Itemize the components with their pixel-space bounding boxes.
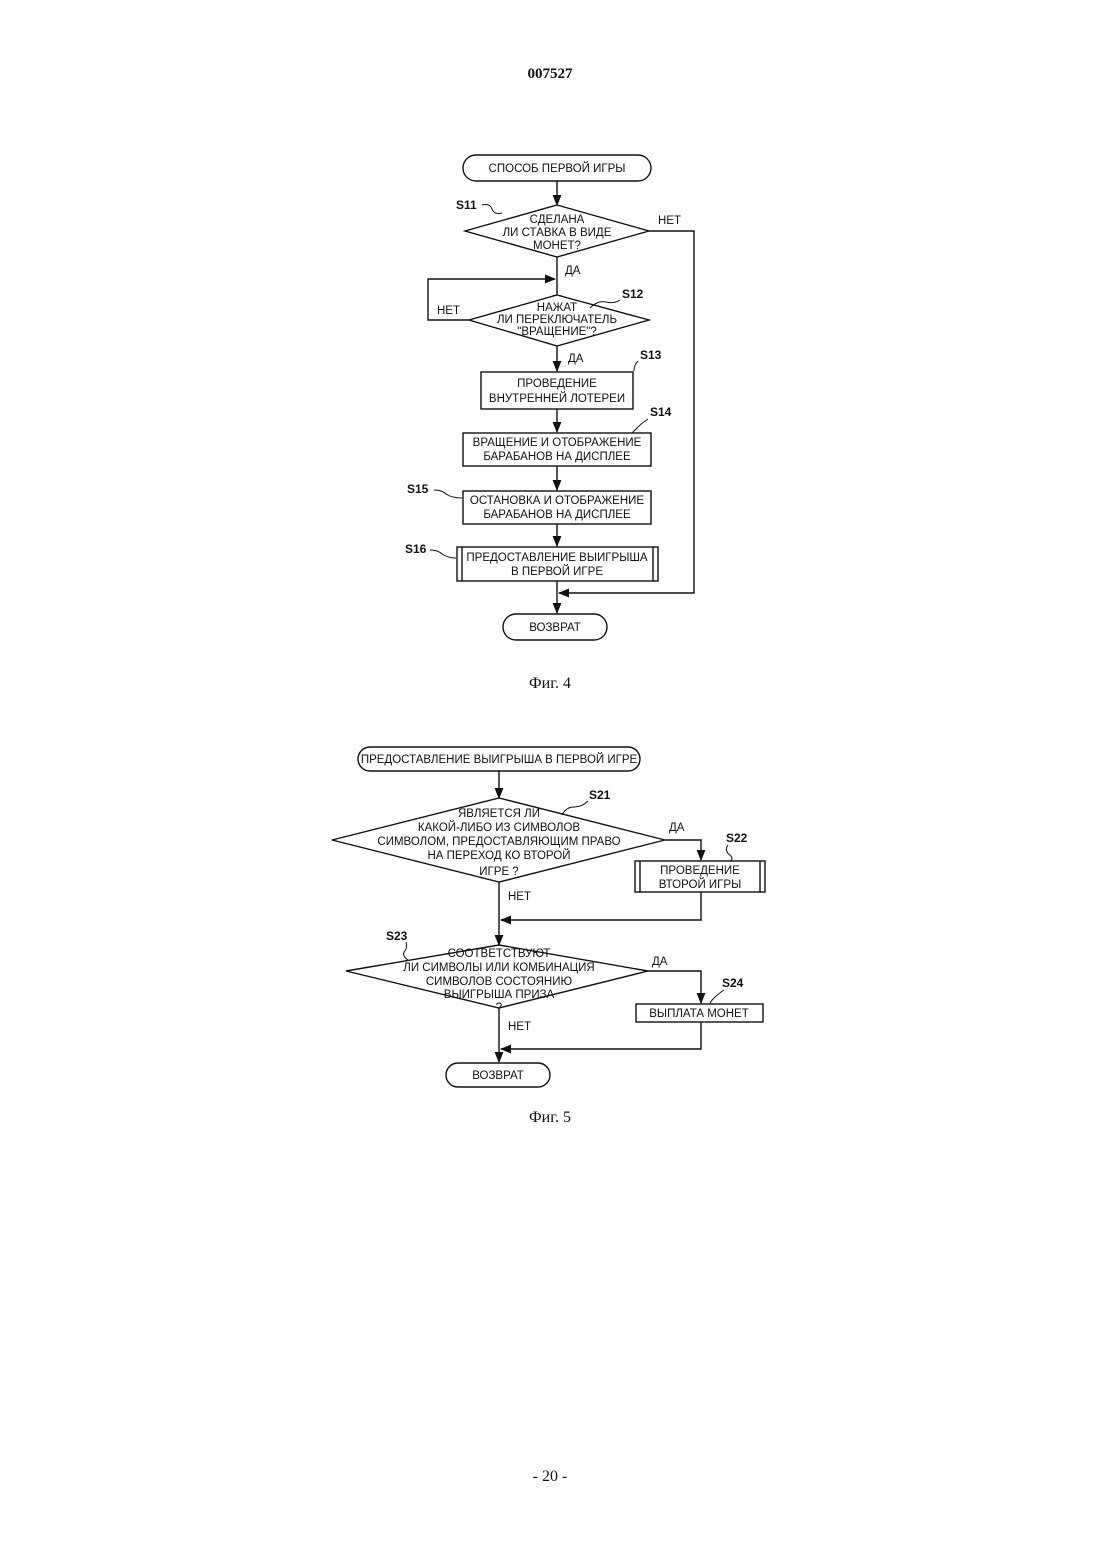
- fig5-s24-step-label: S24: [722, 976, 744, 990]
- fig4-s12-line-2: ЛИ ПЕРЕКЛЮЧАТЕЛЬ: [497, 314, 617, 326]
- fig5-s22-line-2: ВТОРОЙ ИГРЫ: [659, 878, 742, 891]
- fig4-s16-step-label: S16: [405, 542, 427, 556]
- fig5-s21-yes-label: ДА: [669, 822, 685, 834]
- fig4-s13-line-1: ПРОВЕДЕНИЕ: [517, 378, 597, 390]
- fig5-start-text: ПРЕДОСТАВЛЕНИЕ ВЫИГРЫША В ПЕРВОЙ ИГРЕ: [361, 753, 638, 766]
- fig5-s23-leader: [404, 942, 409, 960]
- fig5-s21-leader: [562, 801, 588, 815]
- fig4-s11-no-path: [559, 231, 694, 593]
- figure-4-flowchart: СПОСОБ ПЕРВОЙ ИГРЫ СДЕЛАНА ЛИ СТАВКА В В…: [405, 155, 694, 640]
- fig5-s22-line-1: ПРОВЕДЕНИЕ: [660, 865, 740, 877]
- fig4-s11-step-label: S11: [456, 198, 477, 212]
- fig4-s11-line-1: СДЕЛАНА: [530, 214, 585, 226]
- fig5-caption: Фиг. 5: [0, 1109, 1100, 1127]
- fig4-s13-leader: [634, 361, 638, 371]
- fig5-arrow-s23-s24: [648, 971, 701, 1003]
- fig4-s14-line-2: БАРАБАНОВ НА ДИСПЛЕЕ: [483, 451, 631, 463]
- fig5-s24-line-1: ВЫПЛАТА МОНЕТ: [649, 1008, 748, 1020]
- fig4-s13-step-label: S13: [640, 348, 662, 362]
- fig4-s15-leader: [434, 490, 462, 498]
- figure-5-flowchart: ПРЕДОСТАВЛЕНИЕ ВЫИГРЫША В ПЕРВОЙ ИГРЕ ЯВ…: [332, 747, 765, 1087]
- page-number: - 20 -: [0, 1468, 1100, 1486]
- fig4-s15-line-1: ОСТАНОВКА И ОТОБРАЖЕНИЕ: [470, 495, 645, 507]
- fig5-arrow-s21-s22: [665, 840, 701, 860]
- fig4-s11-line-2: ЛИ СТАВКА В ВИДЕ: [503, 227, 612, 239]
- fig4-s11-leader: [482, 205, 502, 214]
- fig4-s16-line-2: В ПЕРВОЙ ИГРЕ: [511, 565, 603, 578]
- fig5-s22-leader: [726, 845, 732, 861]
- fig5-end-text: ВОЗВРАТ: [472, 1070, 524, 1082]
- fig5-s21-line-1: ЯВЛЯЕТСЯ ЛИ: [458, 808, 540, 820]
- fig5-s24-merge-path: [501, 1022, 701, 1049]
- fig4-s12-line-3: "ВРАЩЕНИЕ"?: [517, 326, 597, 338]
- fig4-s12-step-label: S12: [622, 287, 644, 301]
- fig4-start-text: СПОСОБ ПЕРВОЙ ИГРЫ: [489, 162, 626, 175]
- fig4-s16-line-1: ПРЕДОСТАВЛЕНИЕ ВЫИГРЫША: [466, 552, 648, 564]
- fig5-s22-step-label: S22: [726, 831, 748, 845]
- fig4-end-text: ВОЗВРАТ: [529, 622, 581, 634]
- fig5-s23-line-1: СООТВЕТСТВУЮТ: [448, 948, 551, 960]
- fig5-s23-no-label: НЕТ: [508, 1021, 531, 1033]
- fig4-s14-line-1: ВРАЩЕНИЕ И ОТОБРАЖЕНИЕ: [473, 437, 642, 449]
- fig5-s23-yes-label: ДА: [652, 956, 668, 968]
- fig4-s14-step-label: S14: [650, 405, 672, 419]
- fig4-s11-no-label: НЕТ: [658, 215, 681, 227]
- fig4-s11-yes-label: ДА: [565, 265, 581, 277]
- fig4-s16-leader: [430, 550, 456, 558]
- fig5-s21-line-5: ИГРЕ ?: [479, 866, 518, 878]
- fig4-s13-line-2: ВНУТРЕННЕЙ ЛОТЕРЕИ: [489, 392, 625, 405]
- fig5-s21-step-label: S21: [589, 788, 611, 802]
- fig5-s22-merge-path: [501, 892, 701, 920]
- fig5-s21-line-4: НА ПЕРЕХОД КО ВТОРОЙ: [427, 849, 570, 862]
- fig4-s15-step-label: S15: [407, 482, 429, 496]
- fig4-s12-line-1: НАЖАТ: [537, 302, 577, 314]
- fig4-caption: Фиг. 4: [0, 675, 1100, 693]
- fig5-s23-line-4: ВЫИГРЫША ПРИЗА: [444, 989, 555, 1001]
- fig5-s21-line-2: КАКОЙ-ЛИБО ИЗ СИМВОЛОВ: [418, 821, 581, 834]
- fig4-s14-leader: [632, 419, 648, 433]
- fig5-s24-leader: [710, 990, 724, 1004]
- fig5-s21-no-label: НЕТ: [508, 891, 531, 903]
- fig4-s15-line-2: БАРАБАНОВ НА ДИСПЛЕЕ: [483, 509, 631, 521]
- fig4-s12-yes-label: ДА: [568, 353, 584, 365]
- fig5-s23-step-label: S23: [386, 929, 408, 943]
- fig5-s23-line-2: ЛИ СИМВОЛЫ ИЛИ КОМБИНАЦИЯ: [403, 962, 594, 974]
- fig5-s21-line-3: СИМВОЛОМ, ПРЕДОСТАВЛЯЮЩИМ ПРАВО: [377, 836, 620, 848]
- fig5-s23-line-3: СИМВОЛОВ СОСТОЯНИЮ: [426, 976, 573, 988]
- fig4-s11-line-3: МОНЕТ?: [533, 240, 581, 252]
- fig4-s12-no-label: НЕТ: [437, 305, 460, 317]
